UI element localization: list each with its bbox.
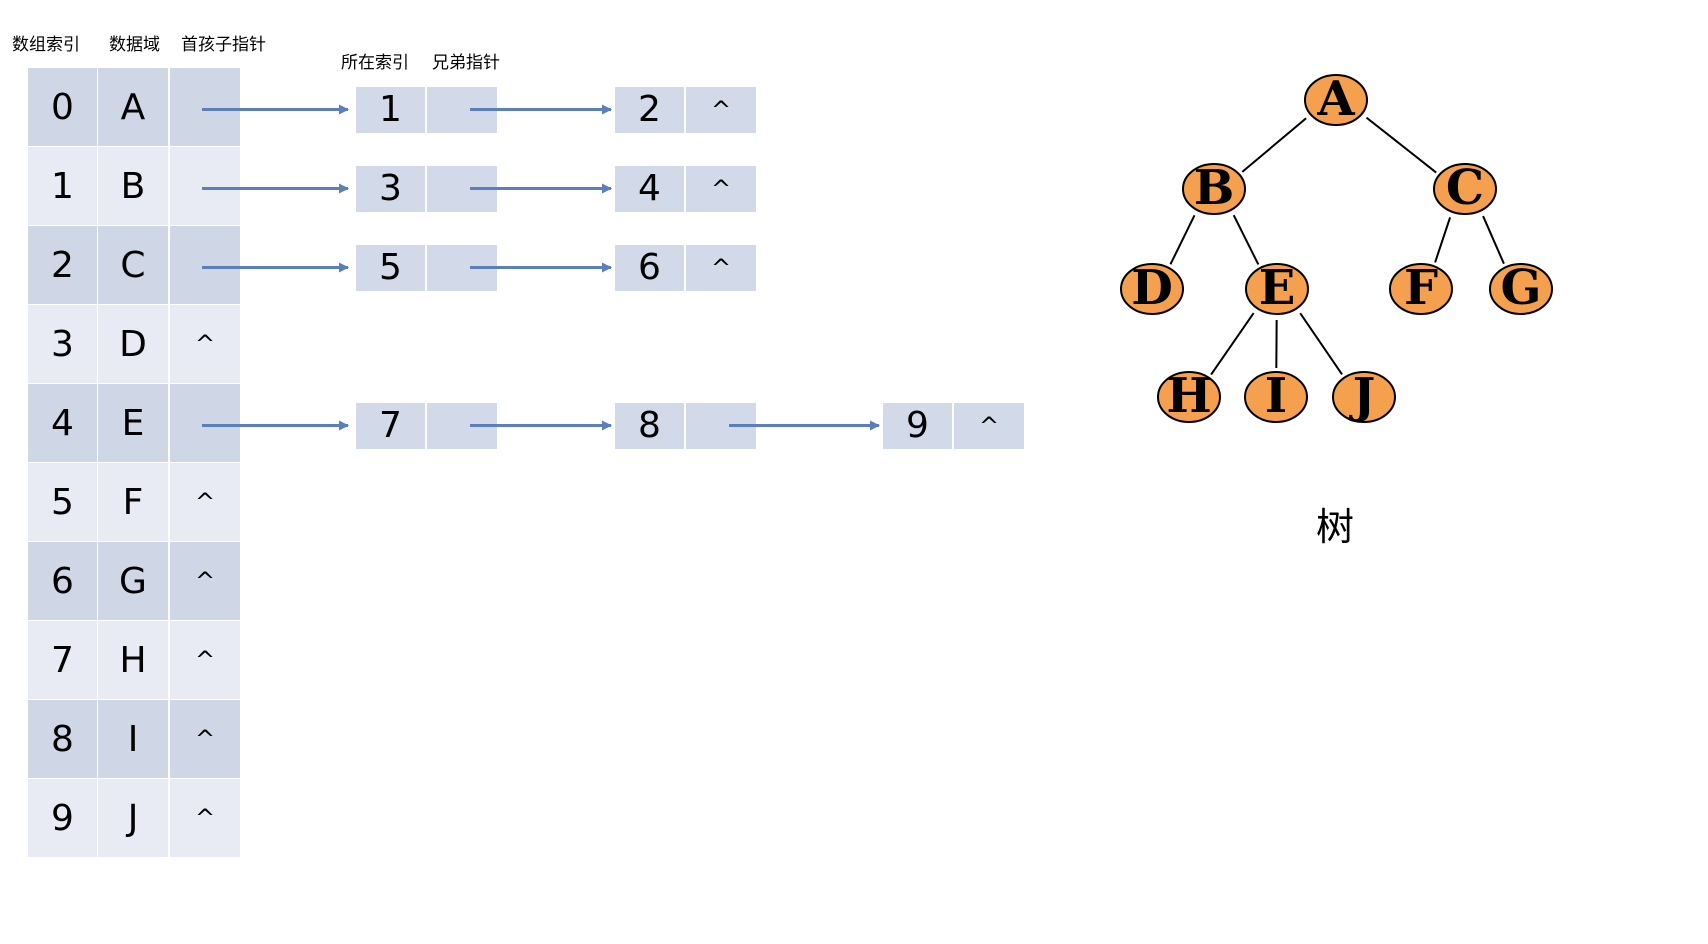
list-node-value: 9 <box>883 402 952 449</box>
tree-node-label: A <box>1316 71 1355 127</box>
tree-node-label: D <box>1131 260 1173 316</box>
tree-node-circle <box>1489 263 1553 315</box>
tree-edge <box>1365 116 1437 174</box>
array-data-cell: F <box>98 463 168 541</box>
array-index-cell: 8 <box>28 700 97 778</box>
array-data-cell: E <box>98 384 168 462</box>
tree-node-circle <box>1157 371 1221 423</box>
tree-node-circle <box>1120 263 1184 315</box>
tree-edge <box>1434 217 1452 263</box>
tree-edge <box>1210 312 1255 376</box>
array-index-cell: 3 <box>28 305 97 383</box>
list-node-value: 7 <box>356 402 425 449</box>
tree-node-label: B <box>1194 160 1235 216</box>
tree-node-circle <box>1244 371 1308 423</box>
tree-node-circle <box>1182 163 1246 215</box>
list-node-next: ^ <box>954 402 1024 449</box>
list-node-value: 5 <box>356 244 425 291</box>
tree-node-circle <box>1389 263 1453 315</box>
array-data-cell: C <box>98 226 168 304</box>
array-index-cell: 4 <box>28 384 97 462</box>
array-index-cell: 5 <box>28 463 97 541</box>
array-pointer-cell: ^ <box>170 779 240 857</box>
tree-node-circle <box>1245 263 1309 315</box>
tree-node-label: J <box>1349 368 1376 424</box>
array-data-cell: A <box>98 68 168 146</box>
tree-node-label: C <box>1446 160 1484 216</box>
array-index-cell: 6 <box>28 542 97 620</box>
array-index-cell: 7 <box>28 621 97 699</box>
tree-edges <box>1169 116 1505 376</box>
tree-edge <box>1299 312 1343 375</box>
array-data-cell: G <box>98 542 168 620</box>
header-array-index: 数组索引 <box>12 35 80 55</box>
array-data-cell: J <box>98 779 168 857</box>
list-node-next: ^ <box>686 165 756 212</box>
array-data-cell: D <box>98 305 168 383</box>
array-pointer-cell: ^ <box>170 621 240 699</box>
tree-node-circle <box>1433 163 1497 215</box>
tree-node-circle <box>1304 74 1368 126</box>
tree-node-label: G <box>1501 260 1542 316</box>
array-pointer-cell <box>170 226 240 304</box>
array-pointer-cell <box>170 384 240 462</box>
tree-caption: 树 <box>1316 505 1355 549</box>
header-first-child-pointer: 首孩子指针 <box>181 35 266 55</box>
list-node-value: 2 <box>615 86 684 133</box>
tree-node-label: E <box>1259 260 1296 316</box>
array-pointer-cell: ^ <box>170 463 240 541</box>
list-node-value: 6 <box>615 244 684 291</box>
tree-node-label: I <box>1265 368 1287 424</box>
tree-edge <box>1241 117 1307 173</box>
tree-edge <box>1232 214 1260 265</box>
array-pointer-cell: ^ <box>170 542 240 620</box>
array-pointer-cell: ^ <box>170 700 240 778</box>
header-sibling-pointer: 兄弟指针 <box>432 53 500 73</box>
list-node-value: 4 <box>615 165 684 212</box>
array-data-cell: B <box>98 147 168 225</box>
list-node-next: ^ <box>686 244 756 291</box>
tree-node-label: F <box>1404 260 1438 316</box>
tree-node-label: H <box>1166 368 1211 424</box>
header-data-field: 数据域 <box>109 35 160 55</box>
list-node-value: 3 <box>356 165 425 212</box>
tree-edge <box>1169 214 1196 265</box>
array-pointer-cell <box>170 147 240 225</box>
array-index-cell: 1 <box>28 147 97 225</box>
tree-node-circle <box>1332 371 1396 423</box>
pointer-arrows <box>202 104 880 431</box>
array-index-cell: 0 <box>28 68 97 146</box>
array-index-cell: 9 <box>28 779 97 857</box>
array-index-cell: 2 <box>28 226 97 304</box>
tree-edge <box>1482 215 1505 265</box>
list-node-next: ^ <box>686 86 756 133</box>
list-node-value: 8 <box>615 402 684 449</box>
array-data-cell: H <box>98 621 168 699</box>
list-node-value: 1 <box>356 86 425 133</box>
header-position-index: 所在索引 <box>341 53 409 73</box>
array-pointer-cell: ^ <box>170 305 240 383</box>
array-data-cell: I <box>98 700 168 778</box>
array-pointer-cell <box>170 68 240 146</box>
